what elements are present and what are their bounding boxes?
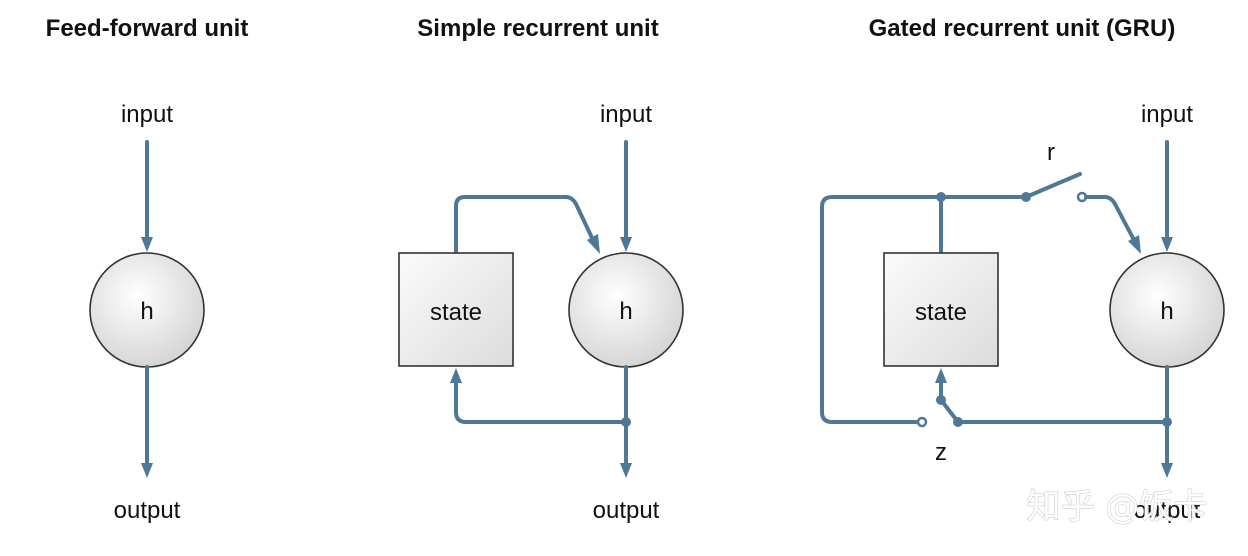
output-arrowhead bbox=[620, 463, 632, 478]
state-box bbox=[883, 252, 999, 367]
input-arrowhead bbox=[1161, 237, 1173, 252]
input-label: input bbox=[1141, 101, 1193, 128]
output-label: output bbox=[593, 497, 660, 524]
panel-feedforward: Feed-forward unit input h output bbox=[46, 15, 249, 524]
state-bus-edge bbox=[820, 195, 1028, 424]
panel-title: Feed-forward unit bbox=[46, 15, 249, 42]
output-label: output bbox=[114, 497, 181, 524]
output-arrowhead bbox=[1161, 463, 1173, 478]
feedback-edge bbox=[454, 380, 628, 424]
watermark: 知乎 @饭卡 bbox=[1027, 487, 1208, 527]
input-label: input bbox=[600, 101, 652, 128]
hidden-node-label: h bbox=[140, 298, 153, 325]
update-gate-label: z bbox=[935, 439, 947, 466]
input-arrowhead bbox=[620, 237, 632, 252]
state-to-hidden-arrowhead bbox=[587, 234, 600, 254]
panel-gru: Gated recurrent unit (GRU) input r state… bbox=[820, 15, 1225, 524]
junction-dot bbox=[1162, 417, 1172, 427]
junction-dot bbox=[936, 192, 946, 202]
panel-title: Simple recurrent unit bbox=[417, 15, 658, 42]
input-arrowhead bbox=[141, 237, 153, 252]
hidden-node-label: h bbox=[1160, 298, 1173, 325]
reset-to-hidden-edge bbox=[1084, 195, 1136, 242]
reset-switch-blade bbox=[1024, 172, 1082, 199]
state-label: state bbox=[430, 299, 482, 326]
state-label: state bbox=[915, 299, 967, 326]
panel-simple-recurrent: Simple recurrent unit input state h outp… bbox=[398, 15, 684, 524]
output-arrowhead bbox=[141, 463, 153, 478]
reset-gate-label: r bbox=[1047, 139, 1055, 166]
panel-title: Gated recurrent unit (GRU) bbox=[869, 15, 1176, 42]
switch-to-state-arrowhead bbox=[935, 368, 947, 383]
junction-dot bbox=[621, 417, 631, 427]
output-label: output bbox=[1134, 497, 1201, 524]
update-switch-contact bbox=[916, 416, 928, 428]
feedback-arrowhead bbox=[450, 368, 462, 383]
input-label: input bbox=[121, 101, 173, 128]
reset-to-hidden-arrowhead bbox=[1128, 235, 1141, 254]
state-to-hidden-edge bbox=[454, 195, 595, 254]
state-box bbox=[398, 252, 514, 367]
hidden-node-label: h bbox=[619, 298, 632, 325]
